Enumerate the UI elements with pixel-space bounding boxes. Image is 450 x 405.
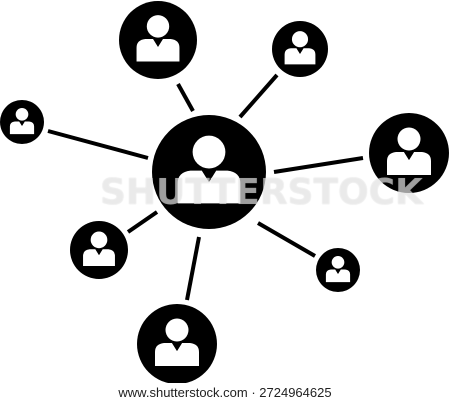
node-top-right: [272, 21, 328, 77]
person-head: [192, 135, 226, 169]
person-body: [177, 170, 241, 204]
person-head: [90, 231, 108, 249]
person-head: [146, 15, 170, 38]
person-collar: [95, 249, 103, 256]
person-collar: [404, 152, 414, 160]
connector-line-top-right: [238, 73, 279, 119]
person-collar: [19, 121, 25, 126]
person-icon: [136, 15, 180, 62]
person-icon: [387, 127, 431, 175]
connector-line-lower-left: [126, 210, 159, 234]
person-body: [83, 249, 115, 266]
person-icon: [325, 255, 351, 283]
connector-line-left: [47, 129, 149, 160]
person-body: [136, 39, 180, 62]
connector-line-right: [273, 156, 364, 174]
person-icon: [83, 231, 115, 266]
person-head: [291, 31, 309, 48]
connector-line-lower-right: [256, 221, 317, 258]
person-head: [15, 107, 29, 121]
person-head: [331, 255, 345, 269]
node-lower-left: [70, 221, 128, 279]
node-center: [152, 115, 266, 229]
person-collar: [296, 48, 304, 54]
person-head: [165, 318, 189, 342]
person-icon: [9, 107, 35, 135]
node-right: [369, 113, 449, 193]
person-collar: [153, 39, 163, 47]
person-icon: [177, 135, 241, 204]
connector-line-bottom: [185, 236, 201, 301]
connector-line-top: [176, 83, 195, 112]
person-body: [387, 152, 431, 175]
node-bottom: [137, 304, 217, 384]
person-collar: [335, 269, 341, 274]
person-icon: [155, 318, 199, 366]
person-body: [9, 121, 35, 135]
footer-credit: www.shutterstock.com · 2724964625: [0, 383, 450, 405]
person-icon: [284, 31, 316, 65]
person-body: [325, 269, 351, 283]
node-top: [119, 1, 197, 79]
person-body: [284, 48, 316, 65]
person-collar: [172, 343, 182, 351]
node-left: [0, 100, 44, 144]
node-lower-right: [316, 248, 360, 292]
person-collar: [201, 170, 217, 182]
person-body: [155, 343, 199, 366]
person-head: [397, 127, 421, 151]
